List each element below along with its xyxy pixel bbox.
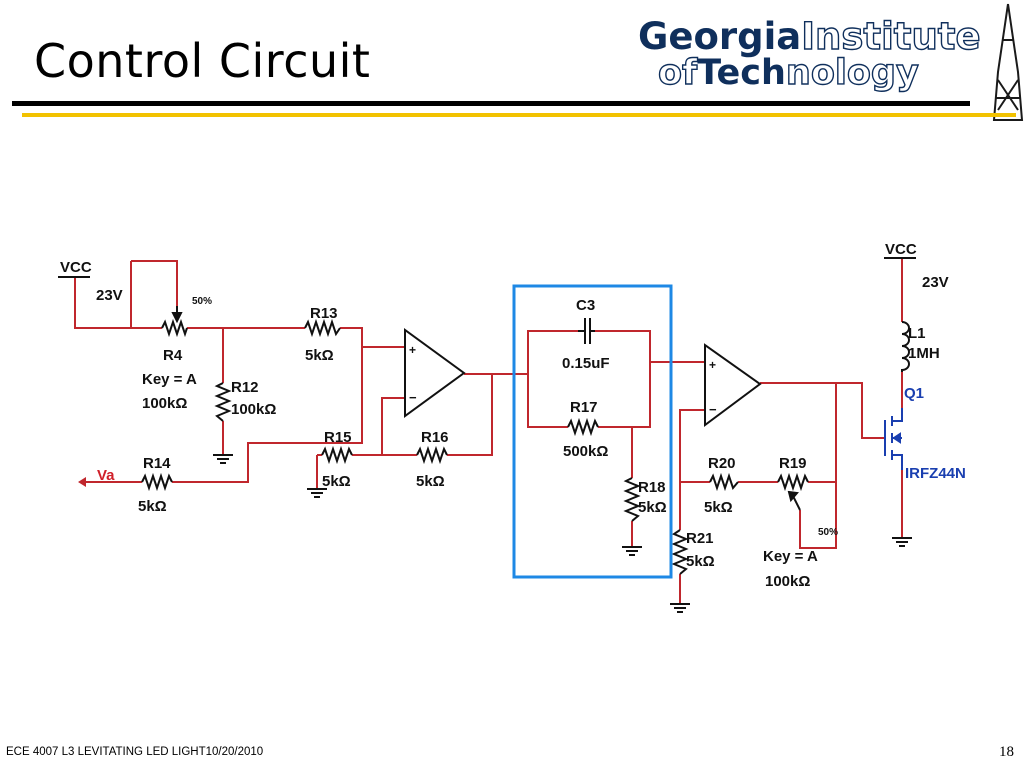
left-vcc-label: VCC [60, 259, 92, 276]
r14-value: 5kΩ [138, 498, 167, 515]
slide-footer: ECE 4007 L3 LEVITATING LED LIGHT10/20/20… [6, 746, 264, 758]
r18-resistor-icon [623, 477, 641, 522]
logo-text-tech: Tech [697, 53, 786, 93]
r15-name: R15 [324, 429, 352, 446]
opamp2-plus: + [709, 358, 716, 372]
logo-line-2: ofTechnology [657, 53, 919, 93]
r20-value: 5kΩ [704, 499, 733, 516]
r20-name: R20 [708, 455, 736, 472]
q1-name: Q1 [904, 385, 924, 402]
r21-value: 5kΩ [686, 553, 715, 570]
r16-name: R16 [421, 429, 449, 446]
slide-title: Control Circuit [34, 34, 371, 88]
r21-resistor-icon [671, 529, 689, 575]
r19-name: R19 [779, 455, 807, 472]
ground-r15-icon [307, 488, 327, 498]
q1-mosfet-icon [884, 408, 903, 470]
opamp1-plus: + [409, 343, 416, 357]
r19-value: 100kΩ [765, 573, 810, 590]
r14-resistor-icon [141, 472, 173, 492]
logo-text-of: of [657, 53, 698, 93]
opamp2-minus: − [709, 402, 717, 417]
c3-value: 0.15uF [562, 355, 610, 372]
ground-r18-icon [622, 546, 642, 556]
r19-setting: 50% [818, 527, 838, 538]
l1-inductor-icon [901, 321, 910, 372]
title-rule-black [12, 101, 970, 106]
r17-name: R17 [570, 399, 598, 416]
input-arrow-icon [78, 477, 86, 487]
r15-resistor-icon [321, 445, 353, 465]
c3-capacitor-icon [578, 318, 595, 344]
opamp2-icon [704, 343, 762, 427]
r12-name: R12 [231, 379, 259, 396]
r15-value: 5kΩ [322, 473, 351, 490]
r13-name: R13 [310, 305, 338, 322]
r18-name: R18 [638, 479, 666, 496]
c3-name: C3 [576, 297, 595, 314]
right-vcc-label: VCC [885, 241, 917, 258]
r12-value: 100kΩ [231, 401, 276, 418]
r4-name: R4 [163, 347, 183, 364]
logo-text-georgia: Georgia [638, 15, 802, 58]
r12-resistor-icon [214, 382, 232, 422]
r16-resistor-icon [416, 445, 448, 465]
page-number: 18 [999, 744, 1014, 760]
r4-setting: 50% [192, 296, 212, 307]
opamp1-icon [404, 328, 466, 418]
r18-value: 5kΩ [638, 499, 667, 516]
circuit-components [58, 257, 916, 613]
logo-text-institute: Institute [801, 15, 982, 58]
ground-r21-icon [670, 603, 690, 613]
logo-line-1: GeorgiaInstitute [638, 15, 982, 58]
r20-resistor-icon [709, 472, 739, 492]
r4-resistor-icon [161, 318, 188, 338]
l1-name: L1 [908, 325, 926, 342]
right-vcc-voltage: 23V [922, 274, 949, 291]
r21-name: R21 [686, 530, 714, 547]
input-label: Va [97, 467, 115, 484]
r19-key: Key = A [763, 548, 818, 565]
r14-name: R14 [143, 455, 171, 472]
q1-part: IRFZ44N [905, 465, 966, 482]
opamp1-minus: − [409, 390, 417, 405]
r16-value: 5kΩ [416, 473, 445, 490]
circuit-wires [60, 258, 903, 604]
title-rule-gold [22, 113, 1016, 117]
r13-resistor-icon [304, 318, 341, 338]
r19-resistor-icon [777, 472, 809, 492]
georgia-tech-logo: GeorgiaInstitute ofTechnology [632, 8, 996, 94]
integrator-highlight-box [512, 284, 673, 579]
left-vcc-voltage: 23V [96, 287, 123, 304]
tech-tower-icon [992, 3, 1024, 121]
ground-r12-icon [213, 454, 233, 464]
l1-value: 1MH [908, 345, 940, 362]
r13-value: 5kΩ [305, 347, 334, 364]
r4-key: Key = A [142, 371, 197, 388]
r17-value: 500kΩ [563, 443, 608, 460]
ground-q1-icon [892, 537, 912, 547]
r4-value: 100kΩ [142, 395, 187, 412]
logo-text-nology: nology [785, 53, 919, 93]
r17-resistor-icon [567, 417, 599, 437]
